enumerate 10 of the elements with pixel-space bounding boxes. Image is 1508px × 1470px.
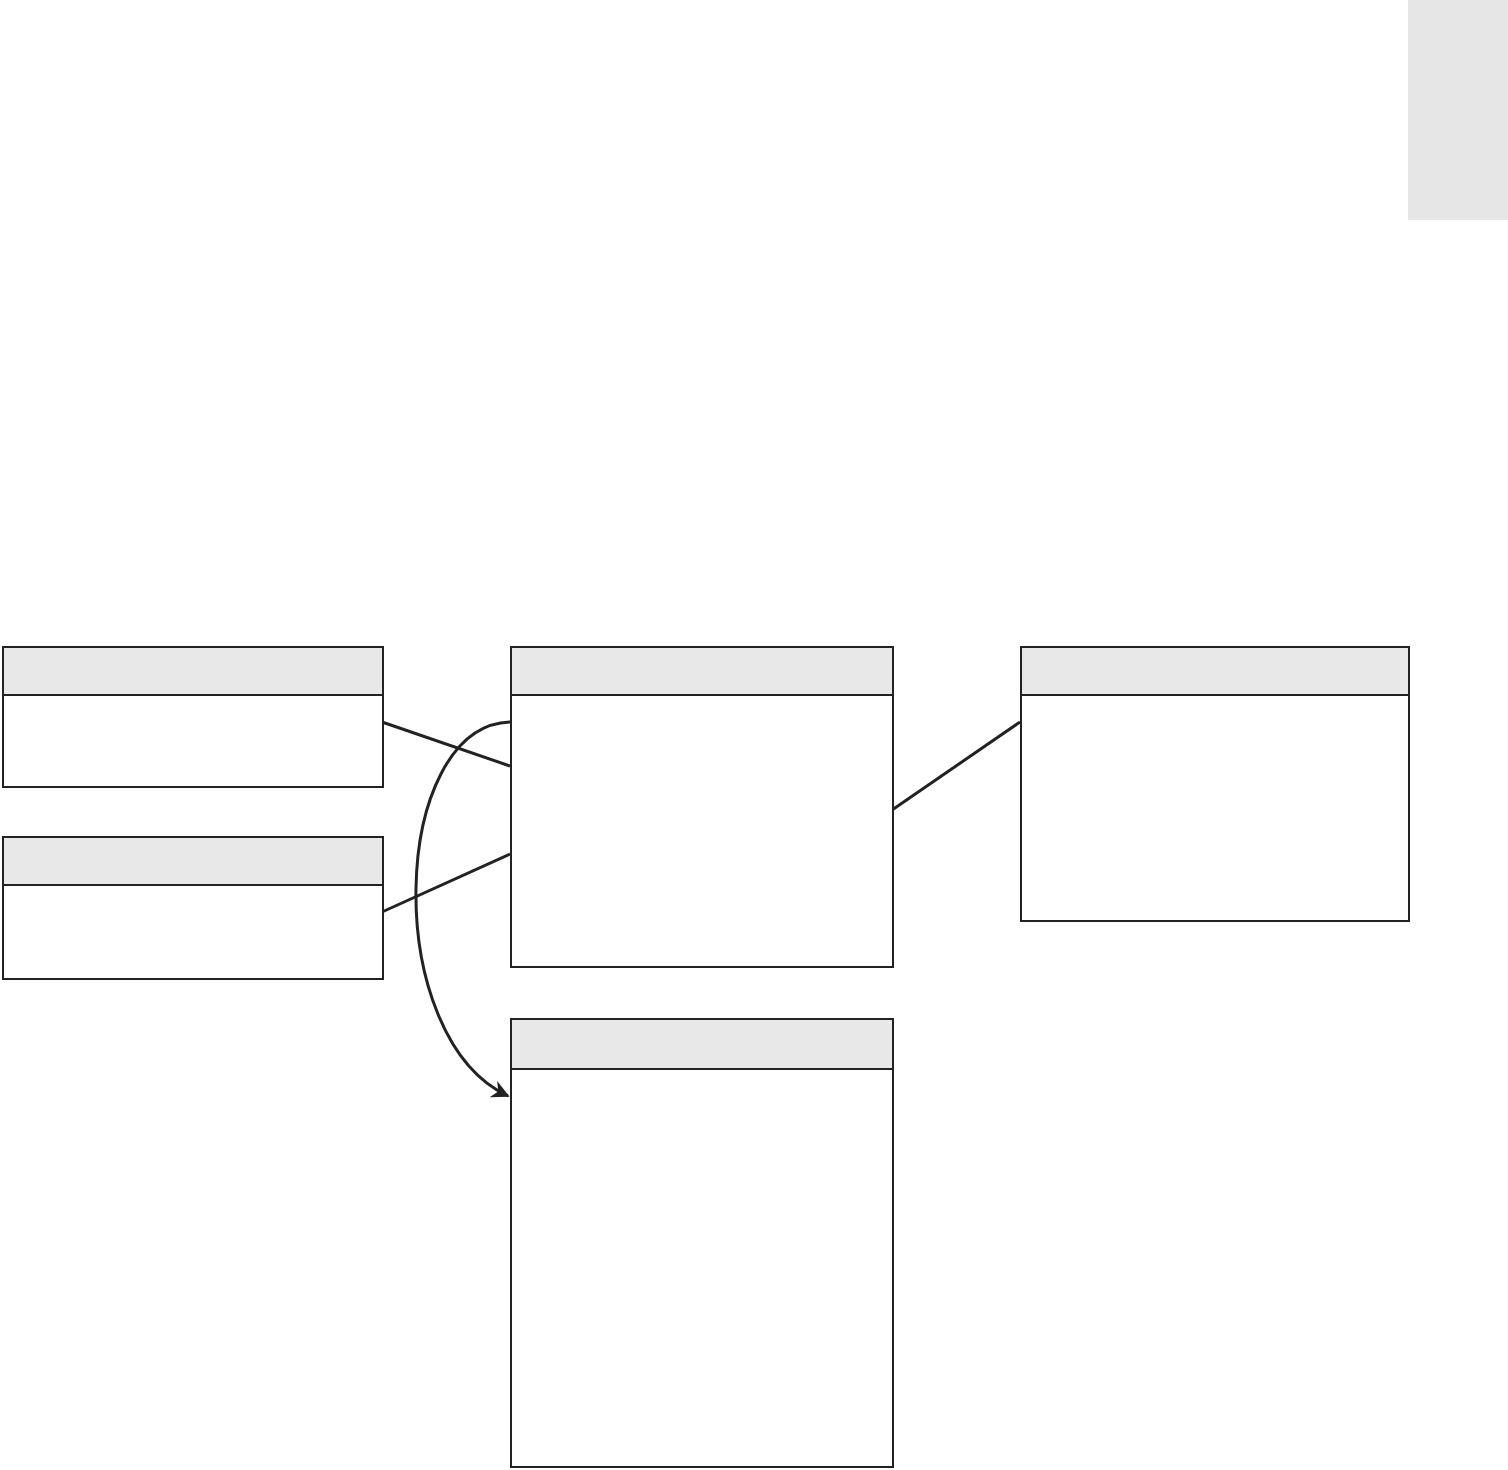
table-box xyxy=(510,1018,894,1468)
connector-line xyxy=(381,852,511,914)
connector-line xyxy=(891,720,1021,812)
table-box xyxy=(1020,646,1410,922)
table-box xyxy=(2,646,384,788)
side-tab xyxy=(1408,0,1508,220)
table-box xyxy=(2,836,384,980)
arrow xyxy=(414,720,511,1098)
connector-line xyxy=(381,720,511,768)
table-box xyxy=(510,646,894,968)
